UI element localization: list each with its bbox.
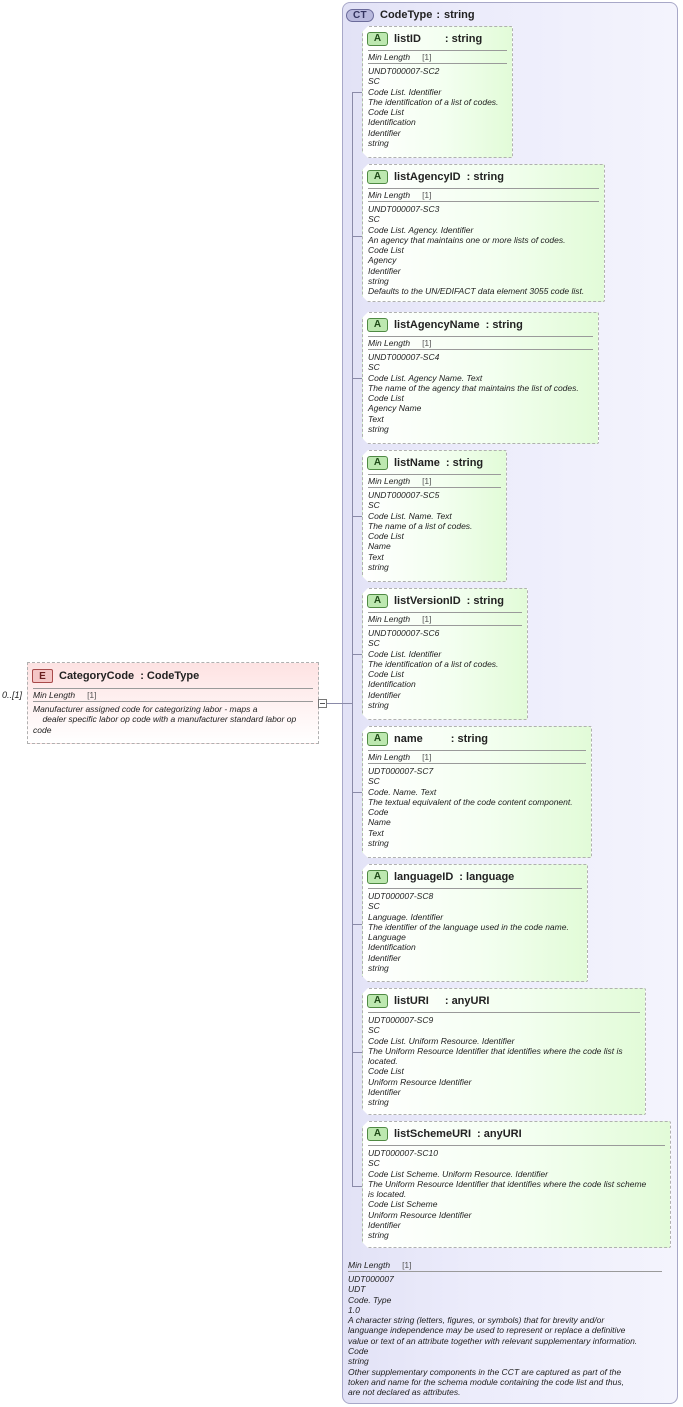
attribute-type: : string	[466, 170, 504, 183]
attribute-connector	[352, 1186, 363, 1187]
attribute-badge: A	[367, 32, 388, 46]
attribute-name: listID	[394, 32, 421, 45]
divider	[368, 888, 582, 889]
attribute-type: : string	[444, 32, 483, 45]
attribute-badge: A	[367, 1127, 388, 1141]
attribute-badge: A	[367, 318, 388, 332]
divider	[368, 201, 599, 202]
divider	[368, 763, 586, 764]
attribute-connector	[352, 378, 363, 379]
sequence-collapse-toggle[interactable]	[318, 699, 327, 708]
facet-row: Min Length[1]	[348, 1260, 412, 1270]
divider	[368, 1145, 665, 1146]
attribute-type: : string	[485, 318, 523, 331]
facet-row: Min Length[1]	[368, 52, 432, 62]
attribute-name: listVersionID	[394, 594, 461, 607]
element-box-CategoryCode[interactable]: E CategoryCode : CodeType Min Length[1] Ma…	[27, 662, 319, 744]
attribute-connector	[352, 516, 363, 517]
attribute-type: : language	[459, 870, 515, 883]
complex-type-header: CT CodeType:string	[346, 7, 475, 23]
element-name: CategoryCode	[59, 670, 135, 682]
attribute-type: : anyURI	[477, 1127, 522, 1140]
attribute-type: : anyURI	[444, 994, 490, 1007]
complex-type-base: string	[444, 9, 475, 21]
attribute-name: name	[394, 732, 423, 745]
divider	[368, 625, 522, 626]
divider	[368, 474, 501, 475]
attribute-name: listSchemeURI	[394, 1127, 472, 1140]
facet-row: Min Length[1]	[368, 476, 432, 486]
element-connector	[319, 703, 352, 704]
divider	[348, 1271, 662, 1272]
facet-row: Min Length[1]	[368, 614, 432, 624]
attribute-badge: A	[367, 170, 388, 184]
facet-row: Min Length[1]	[368, 752, 432, 762]
attribute-name: listName	[394, 456, 440, 469]
attribute-type: : string	[466, 594, 504, 607]
attribute-connector	[352, 924, 363, 925]
facet-row: Min Length[1]	[368, 338, 432, 348]
divider	[33, 688, 313, 689]
element-cardinality: 0..[1]	[2, 690, 23, 700]
complex-type-separator: :	[436, 9, 441, 21]
divider	[368, 188, 599, 189]
complex-type-badge: CT	[346, 8, 374, 22]
facet-row: Min Length[1]	[368, 190, 432, 200]
attribute-connector	[352, 236, 363, 237]
attribute-type: : string	[445, 456, 484, 469]
sequence-spine	[352, 92, 353, 1187]
divider	[368, 336, 593, 337]
element-badge: E	[32, 669, 53, 683]
attribute-badge: A	[367, 994, 388, 1008]
attribute-connector	[352, 1052, 363, 1053]
attribute-name: listAgencyID	[394, 170, 461, 183]
divider	[368, 487, 501, 488]
divider	[368, 750, 586, 751]
divider	[368, 1012, 640, 1013]
attribute-badge: A	[367, 456, 388, 470]
attribute-connector	[352, 654, 363, 655]
divider	[368, 50, 507, 51]
complex-type-name: CodeType	[380, 9, 433, 21]
facet-row: Min Length[1]	[33, 690, 97, 700]
divider	[368, 349, 593, 350]
attribute-name: listURI	[394, 994, 429, 1007]
attribute-name: listAgencyName	[394, 318, 480, 331]
divider	[33, 701, 313, 702]
attribute-type: : string	[450, 732, 489, 745]
divider	[368, 612, 522, 613]
attribute-badge: A	[367, 870, 388, 884]
element-documentation: Manufacturer assigned code for categoriz…	[33, 704, 297, 735]
element-type: : CodeType	[140, 670, 200, 682]
divider	[368, 63, 507, 64]
attribute-badge: A	[367, 732, 388, 746]
attribute-name: languageID	[394, 870, 454, 883]
attribute-connector	[352, 792, 363, 793]
attribute-badge: A	[367, 594, 388, 608]
attribute-connector	[352, 92, 363, 93]
